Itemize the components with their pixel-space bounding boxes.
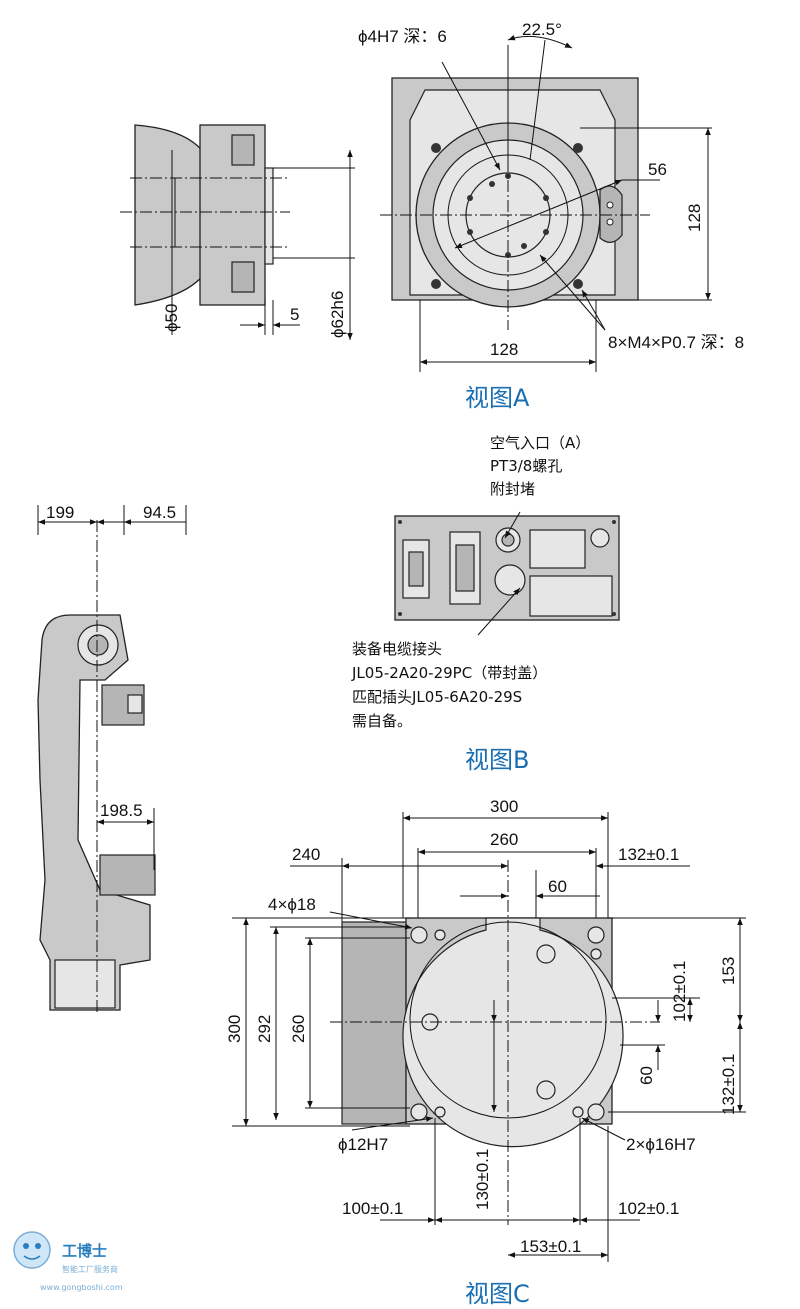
dim-c-240: 240	[292, 845, 320, 864]
cable-connector-line2: JL05-2A20-29PC（带封盖）	[351, 664, 547, 682]
dim-94-5: 94.5	[143, 503, 176, 522]
dim-c-4-holes: 4×ϕ18	[268, 895, 316, 914]
dim-199: 199	[46, 503, 74, 522]
dim-c-60: 60	[548, 877, 567, 896]
dim-198-5: 198.5	[100, 801, 143, 820]
dim-phi50: ϕ50	[162, 304, 181, 332]
view-a-side-flange	[120, 124, 355, 340]
dim-c-153: 153	[719, 957, 738, 985]
dim-pcd-56: 56	[648, 160, 667, 179]
dim-c-60-v: 60	[637, 1066, 656, 1085]
watermark-name: 工博士	[62, 1242, 107, 1260]
dim-threads: 8×M4×P0.7 深：8	[608, 333, 744, 352]
watermark-url: www.gongboshi.com	[40, 1283, 123, 1292]
dim-5: 5	[290, 305, 299, 324]
cable-connector-line1: 装备电缆接头	[352, 640, 442, 658]
dim-hole-depth: ϕ4H7 深：6	[358, 27, 447, 46]
dim-c-100: 100±0.1	[342, 1199, 403, 1218]
cable-connector-line4: 需自备。	[352, 712, 412, 730]
dim-c-102: 102±0.1	[670, 961, 689, 1022]
dim-angle: 22.5°	[522, 20, 562, 39]
watermark-tagline: 智能工厂服务商	[62, 1264, 118, 1274]
dim-height-128: 128	[685, 204, 704, 232]
view-c-title: 视图C	[465, 1280, 530, 1308]
dim-c-phi16: 2×ϕ16H7	[626, 1135, 696, 1154]
dim-width-128: 128	[490, 340, 518, 359]
watermark-logo	[13, 1231, 51, 1269]
view-a-title: 视图A	[465, 384, 530, 412]
dim-c-292-v: 292	[255, 1015, 274, 1043]
view-b-title: 视图B	[465, 746, 529, 774]
dim-c-102-bottom: 102±0.1	[618, 1199, 679, 1218]
view-b-panel	[394, 511, 620, 636]
dim-c-132-v: 132±0.1	[719, 1054, 738, 1115]
view-a-front-flange	[380, 34, 712, 372]
dim-c-phi12: ϕ12H7	[338, 1135, 388, 1154]
robot-side-view	[37, 505, 187, 1015]
dim-c-260: 260	[490, 830, 518, 849]
air-inlet-line2: PT3/8螺孔	[490, 457, 562, 475]
dim-c-300: 300	[490, 797, 518, 816]
air-inlet-line3: 附封堵	[490, 480, 535, 498]
dim-c-300-v: 300	[225, 1015, 244, 1043]
view-c-base	[232, 812, 746, 1262]
dim-c-132-top: 132±0.1	[618, 845, 679, 864]
dim-c-260-v: 260	[289, 1015, 308, 1043]
cable-connector-line3: 匹配插头JL05-6A20-29S	[352, 688, 522, 706]
air-inlet-line1: 空气入口（A）	[490, 434, 590, 452]
dim-c-153-bottom: 153±0.1	[520, 1237, 581, 1256]
dim-c-130: 130±0.1	[473, 1149, 492, 1210]
dim-phi62h6: ϕ62h6	[328, 291, 347, 338]
